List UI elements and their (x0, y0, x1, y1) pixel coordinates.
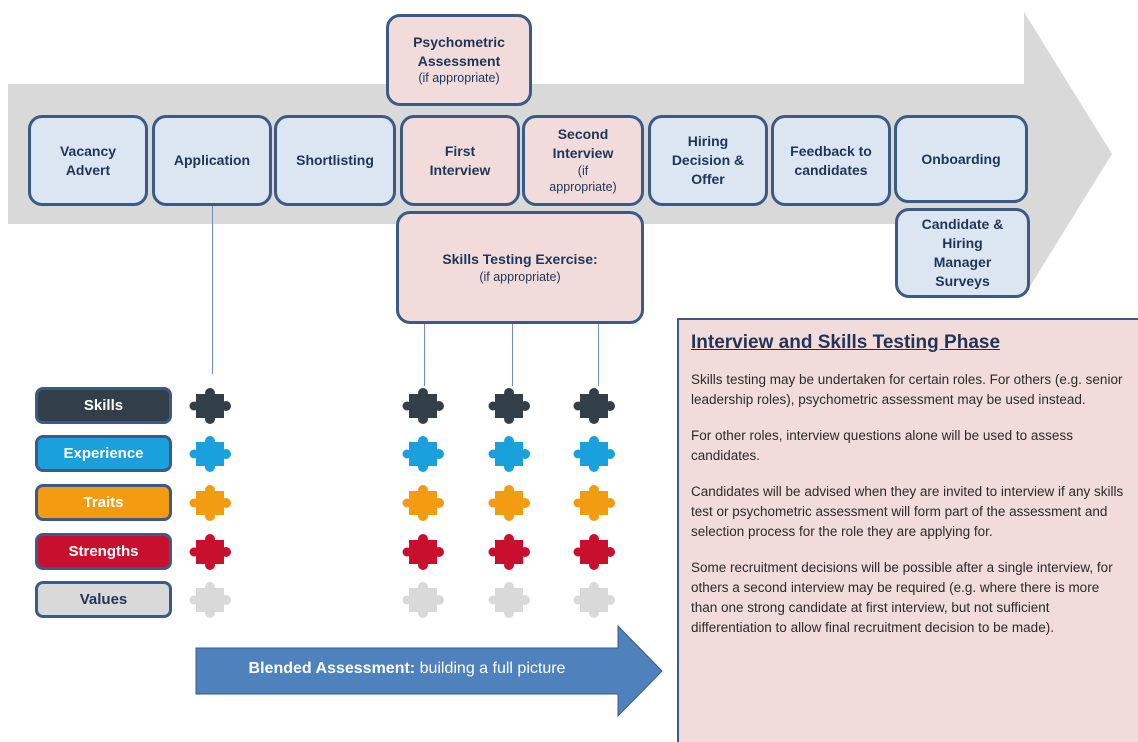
puzzle-piece-icon (573, 534, 615, 570)
interview-phase-info-box: Interview and Skills Testing Phase Skill… (677, 318, 1138, 742)
attribute-label-strengths: Strengths (35, 533, 172, 570)
connector-line (424, 324, 425, 386)
blended-bold: Blended Assessment: (248, 660, 416, 677)
psychometric-note: (if appropriate) (418, 71, 500, 86)
puzzle-piece-icon (402, 436, 444, 472)
step-label: First Interview (429, 142, 491, 178)
surveys-label: Candidate & Hiring Manager Surveys (921, 216, 1004, 289)
puzzle-piece-icon (402, 388, 444, 424)
attribute-label-skills: Skills (35, 387, 172, 424)
puzzle-piece-icon (402, 534, 444, 570)
step-onboarding: Onboarding (894, 115, 1028, 203)
attribute-label-experience: Experience (35, 435, 172, 472)
skills-testing-title: Skills Testing Exercise: (442, 250, 598, 267)
puzzle-piece-icon (488, 534, 530, 570)
info-paragraph: Skills testing may be undertaken for cer… (691, 372, 1123, 407)
info-title: Interview and Skills Testing Phase (691, 332, 1001, 353)
puzzle-piece-icon (573, 388, 615, 424)
puzzle-piece-icon (402, 485, 444, 521)
step-label: Hiring Decision & Offer (671, 133, 745, 187)
step-feedback: Feedback to candidates (771, 115, 891, 206)
step-vacancy-advert: Vacancy Advert (28, 115, 148, 206)
step-shortlisting: Shortlisting (274, 115, 396, 206)
step-label: Vacancy Advert (59, 142, 117, 178)
puzzle-piece-icon (488, 436, 530, 472)
puzzle-piece-icon (189, 534, 231, 570)
puzzle-piece-icon (573, 436, 615, 472)
puzzle-piece-icon (189, 485, 231, 521)
skills-testing-note: (if appropriate) (479, 269, 561, 284)
step-note: (if (577, 163, 589, 178)
puzzle-piece-icon (189, 582, 231, 618)
puzzle-piece-icon (402, 582, 444, 618)
info-paragraph: Some recruitment decisions will be possi… (691, 560, 1113, 635)
step-note: appropriate) (549, 180, 617, 195)
step-label: Onboarding (921, 150, 1001, 167)
step-first-interview: First Interview (400, 115, 520, 206)
connector-line (212, 206, 213, 374)
blended-assessment-label: Blended Assessment: building a full pict… (196, 660, 618, 678)
info-paragraph: Candidates will be advised when they are… (691, 484, 1124, 539)
puzzle-piece-icon (488, 582, 530, 618)
psychometric-title: Psychometric Assessment (413, 33, 505, 69)
puzzle-piece-icon (189, 388, 231, 424)
attribute-label-traits: Traits (35, 484, 172, 521)
surveys-box: Candidate & Hiring Manager Surveys (895, 208, 1030, 298)
step-hiring-decision: Hiring Decision & Offer (648, 115, 768, 206)
psychometric-box: Psychometric Assessment (if appropriate) (386, 14, 532, 106)
info-paragraph: For other roles, interview questions alo… (691, 428, 1073, 463)
step-label: Second Interview (552, 125, 614, 161)
blended-rest: building a full picture (415, 660, 566, 677)
puzzle-piece-icon (573, 485, 615, 521)
connector-line (598, 324, 599, 386)
step-second-interview: Second Interview (if appropriate) (522, 115, 644, 206)
puzzle-piece-icon (488, 388, 530, 424)
puzzle-piece-icon (488, 485, 530, 521)
step-application: Application (152, 115, 272, 206)
attribute-label-values: Values (35, 581, 172, 618)
connector-line (512, 324, 513, 386)
puzzle-piece-icon (573, 582, 615, 618)
step-label: Shortlisting (296, 152, 374, 169)
step-label: Application (173, 152, 251, 169)
skills-testing-box: Skills Testing Exercise: (if appropriate… (396, 211, 644, 324)
step-label: Feedback to candidates (790, 142, 872, 178)
puzzle-piece-icon (189, 436, 231, 472)
